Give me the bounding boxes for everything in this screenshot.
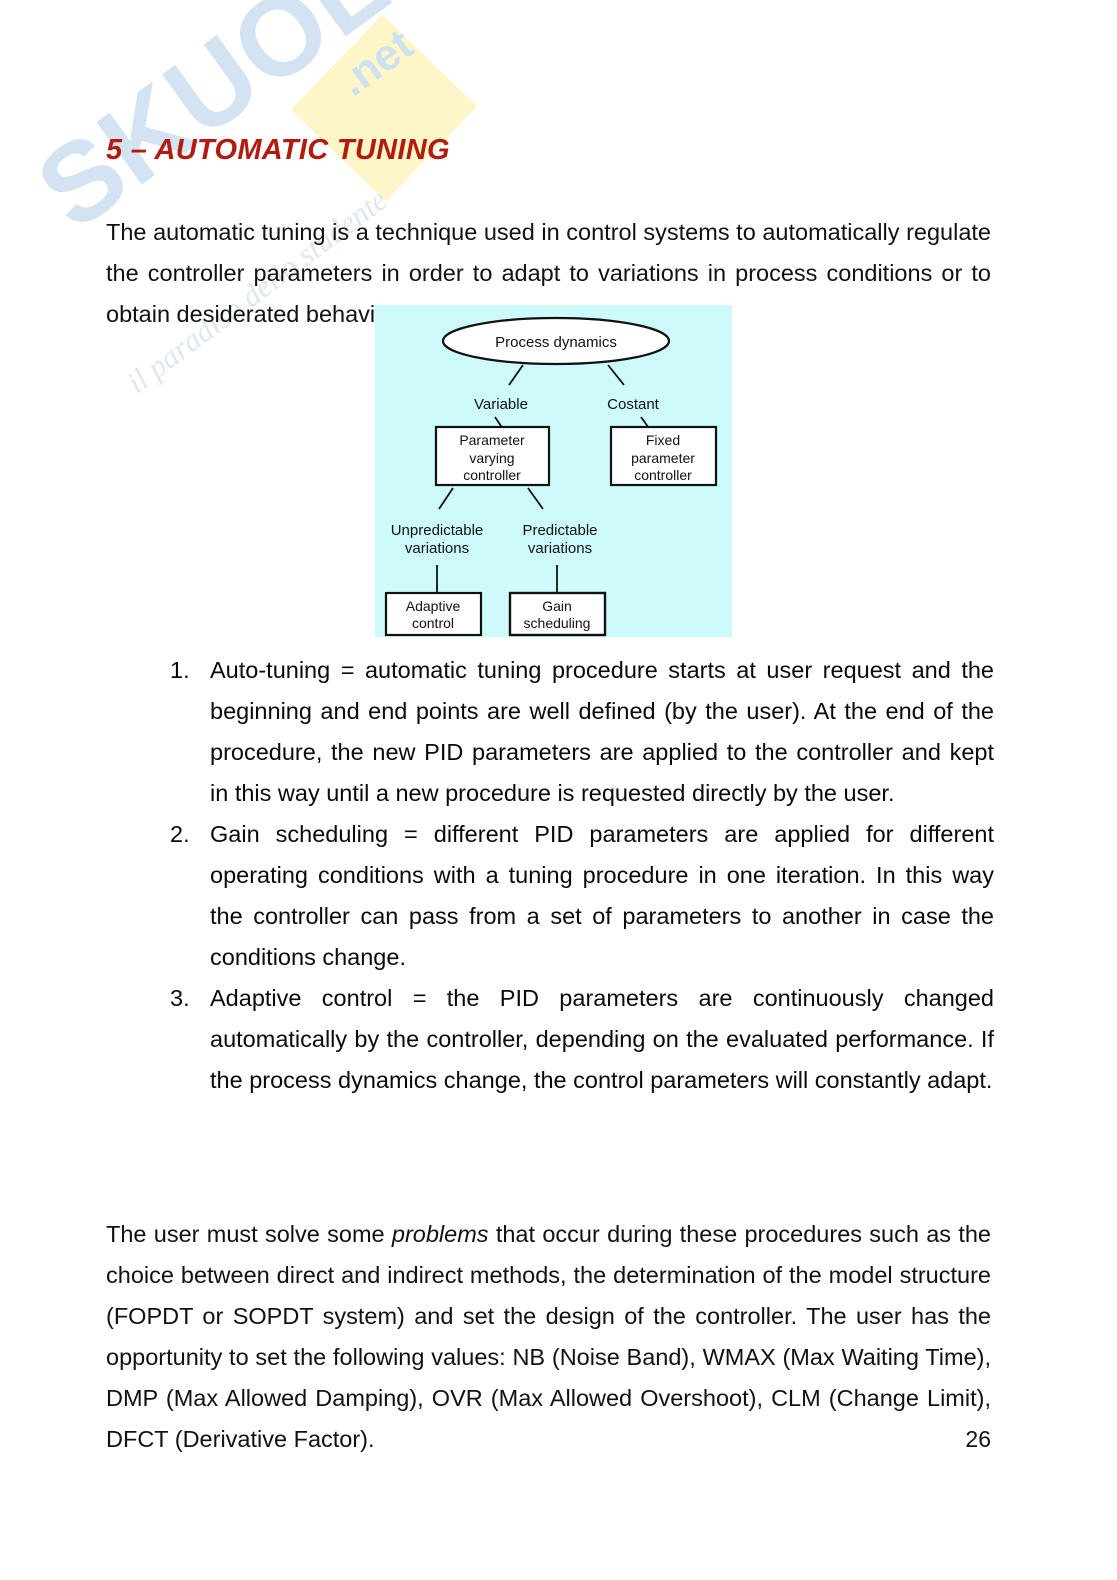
list-item-marker: 1. — [170, 657, 190, 683]
edge-root-to-costant — [607, 364, 625, 386]
edge-label-unpredictable-line1: Unpredictable — [391, 522, 484, 539]
box-fixed-parameter-line1: Fixed — [646, 432, 680, 448]
diagram-canvas: Process dynamics Variable Costant Parame… — [375, 305, 732, 637]
box-adaptive-control — [384, 591, 483, 637]
closing-paragraph-lead: The user must solve some — [106, 1220, 392, 1247]
box-adaptive-line1: Adaptive — [406, 598, 461, 614]
list-item: 2. Gain scheduling = different PID param… — [164, 814, 994, 978]
watermark-domain-suffix: .net — [330, 20, 423, 106]
numbered-list: 1. Auto-tuning = automatic tuning proced… — [164, 650, 994, 1101]
edge-label-unpredictable-line2: variations — [405, 540, 469, 557]
list-item-text: Gain scheduling = different PID paramete… — [210, 821, 994, 970]
page-title: 5 – AUTOMATIC TUNING — [106, 134, 450, 166]
box-fixed-parameter-line2: parameter — [631, 450, 695, 466]
edge-label-variable: Variable — [474, 396, 528, 413]
box-adaptive-line2: control — [412, 615, 454, 631]
list-item-marker: 3. — [170, 985, 190, 1011]
list-item-marker: 2. — [170, 821, 190, 847]
edge-label-predictable-line1: Predictable — [522, 522, 597, 539]
edge-param-to-predictable — [527, 487, 544, 510]
box-parameter-varying-line3: controller — [463, 467, 521, 483]
node-process-dynamics-label: Process dynamics — [495, 334, 617, 351]
watermark-diamond-shape — [290, 14, 478, 202]
box-fixed-parameter-line3: controller — [634, 467, 692, 483]
edge-root-to-variable — [508, 364, 524, 386]
list-item-text: Adaptive control = the PID parameters ar… — [210, 985, 994, 1093]
list-item-text: Auto-tuning = automatic tuning procedure… — [210, 657, 994, 806]
closing-paragraph: The user must solve some problems that o… — [106, 1214, 991, 1460]
box-parameter-varying-controller — [434, 425, 551, 487]
box-parameter-varying-line2: varying — [469, 450, 514, 466]
page-number: 26 — [965, 1426, 991, 1452]
edge-param-to-unpredictable — [438, 487, 454, 510]
list-item: 1. Auto-tuning = automatic tuning proced… — [164, 650, 994, 814]
node-process-dynamics-shape — [441, 316, 671, 366]
box-gain-scheduling-line1: Gain — [542, 598, 572, 614]
edge-label-costant: Costant — [607, 396, 660, 413]
list-item: 3. Adaptive control = the PID parameters… — [164, 978, 994, 1101]
box-gain-scheduling — [508, 591, 607, 637]
closing-paragraph-rest: that occur during these procedures such … — [106, 1220, 991, 1452]
intro-paragraph: The automatic tuning is a technique used… — [106, 218, 991, 327]
edge-label-predictable-line2: variations — [528, 540, 592, 557]
box-gain-scheduling-line2: scheduling — [524, 615, 591, 631]
process-dynamics-diagram: Process dynamics Variable Costant Parame… — [375, 305, 732, 637]
closing-paragraph-emphasis: problems — [391, 1220, 489, 1247]
box-fixed-parameter-controller — [609, 425, 718, 487]
box-parameter-varying-line1: Parameter — [459, 432, 525, 448]
